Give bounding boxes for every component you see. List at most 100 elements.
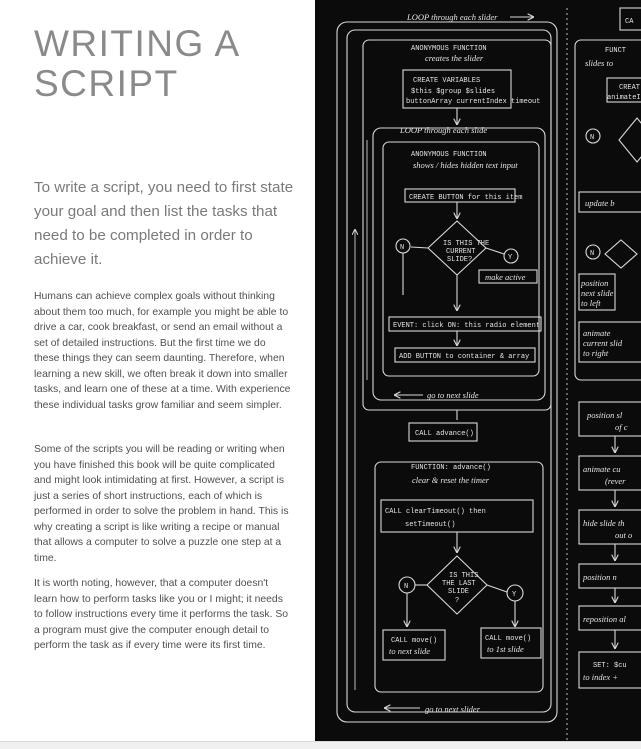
fn-advance-label: FUNCTION: advance() (411, 464, 491, 472)
body-paragraph-2: Some of the scripts you will be reading … (34, 444, 289, 564)
clear-timeout-line-2: setTimeout() (405, 521, 455, 529)
right-to-left: to left (581, 298, 601, 308)
clear-timeout-box (380, 499, 534, 533)
right-animate2: animate cu (583, 464, 621, 474)
loop-sliders-label: LOOP through each slider (406, 12, 498, 22)
fn-advance-sub: clear & reset the timer (412, 475, 490, 485)
anon-function-2-sub: shows / hides hidden text input (413, 160, 518, 170)
create-button-label: CREATE BUTTON for this item (409, 194, 522, 202)
arrow-yes-2 (486, 584, 508, 593)
make-active-label: make active (485, 272, 526, 282)
decision-1-line-1: IS THIS THE (443, 240, 489, 248)
right-animate2-box (578, 455, 641, 491)
yes-label-1: Y (508, 254, 513, 262)
right-current: current slid (583, 338, 623, 348)
variables-line-1: $this $group $slides (411, 88, 495, 96)
yes-circle-1 (503, 248, 519, 264)
right-position2b: of c (615, 422, 628, 432)
right-update-box (578, 191, 641, 213)
anon-function-2-label: ANONYMOUS FUNCTION (411, 151, 487, 159)
go-next-slide-label: go to next slide (427, 390, 479, 400)
decision-2-line-4: ? (455, 597, 459, 605)
right-decision (618, 117, 641, 163)
body-paragraph-3: It is worth noting, however, that a comp… (34, 578, 289, 651)
right-animate2b: (rever (605, 476, 626, 486)
call-move-next-line-1: CALL move() (391, 637, 437, 645)
right-hideb: out o (615, 530, 632, 540)
right-position3: position n (582, 572, 617, 582)
right-create-box (606, 77, 641, 103)
make-active-box (478, 269, 538, 284)
right-hide: hide slide th (583, 518, 625, 528)
yes-label-2: Y (512, 591, 517, 599)
right-set-box (578, 651, 641, 689)
fn-advance-frame (374, 461, 544, 693)
no-label-2: N (404, 583, 408, 591)
right-function-frame (574, 39, 641, 381)
call-move-next-line-2: to next slide (389, 646, 430, 656)
right-animate: animate (583, 328, 611, 338)
right-tab-box (619, 7, 641, 31)
chalkboard-flowchart: LOOP through each slider ANONYMOUS FUNCT… (315, 0, 641, 741)
text-column: WRITING A SCRIPT To write a script, you … (0, 0, 315, 740)
page-title-line-2: SCRIPT (34, 63, 179, 104)
loop-slides-label: LOOP through each slide (399, 125, 487, 135)
right-animate-small: animateI (607, 94, 641, 102)
decision-2-line-2: THE LAST (442, 580, 476, 588)
right-reposition-box (578, 605, 641, 631)
decision-2-line-3: SLIDE (448, 588, 469, 596)
call-advance-box (408, 422, 478, 442)
anon-function-1-sub: creates the slider (425, 53, 484, 63)
right-update: update b (585, 198, 615, 208)
call-move-first-box (480, 627, 542, 659)
call-move-next-box (382, 629, 446, 661)
right-next-slide: next slide (581, 288, 614, 298)
right-create: CREAT (619, 84, 640, 92)
create-button-box (404, 188, 516, 203)
right-setb: to index + (583, 672, 618, 682)
right-reposition: reposition al (583, 614, 627, 624)
loop-sliders-frame (336, 21, 558, 723)
decision-last-slide (426, 555, 488, 615)
page-title-line-1: WRITING A (34, 23, 241, 64)
call-move-first-line-1: CALL move() (485, 635, 531, 643)
create-variables-label: CREATE VARIABLES (413, 77, 480, 85)
anon-function-1-label: ANONYMOUS FUNCTION (411, 45, 487, 53)
right-no-label-2: N (590, 250, 594, 258)
page-title: WRITING A SCRIPT (34, 24, 304, 104)
call-advance-label: CALL advance() (415, 430, 474, 438)
right-decision-2 (604, 239, 638, 269)
intro-paragraph: To write a script, you need to first sta… (34, 179, 294, 268)
right-set: SET: $cu (593, 662, 627, 670)
arrow-yes-1 (485, 247, 505, 255)
right-function-label: FUNCT (605, 47, 626, 55)
right-no-label-1: N (590, 134, 594, 142)
go-next-slider-label: go to next slider (425, 704, 481, 714)
right-tab: CA (625, 18, 634, 26)
arrow-no-1 (410, 246, 429, 249)
body-paragraph-1: Humans can achieve complex goals without… (34, 291, 291, 411)
flowchart-diagram: LOOP through each slider ANONYMOUS FUNCT… (336, 7, 641, 741)
anon-function-2-frame (382, 141, 540, 377)
right-no-circle-2 (585, 244, 601, 260)
right-position-box (578, 273, 616, 311)
right-no-circle-1 (585, 128, 601, 144)
right-function-sub: slides to (585, 58, 613, 68)
loop-slides-frame (372, 127, 546, 401)
right-animate-box (578, 321, 641, 363)
right-position: position (580, 278, 608, 288)
right-position2-box (578, 401, 641, 437)
bottom-scroll-edge (0, 741, 641, 749)
event-label: EVENT: click ON: this radio element (393, 322, 540, 330)
right-to-right: to right (583, 348, 609, 358)
variables-line-2: buttonArray currentIndex timeout (406, 98, 540, 106)
add-button-label: ADD BUTTON to container & array (399, 353, 529, 361)
add-button-box (394, 347, 536, 363)
call-move-first-line-2: to 1st slide (487, 644, 524, 654)
event-box (388, 316, 542, 332)
decision-1-line-2: CURRENT (446, 248, 475, 256)
right-position3-box (578, 563, 641, 589)
right-position2: position sl (586, 410, 623, 420)
clear-timeout-line-1: CALL clearTimeout() then (385, 508, 486, 516)
right-hide-box (578, 509, 641, 545)
